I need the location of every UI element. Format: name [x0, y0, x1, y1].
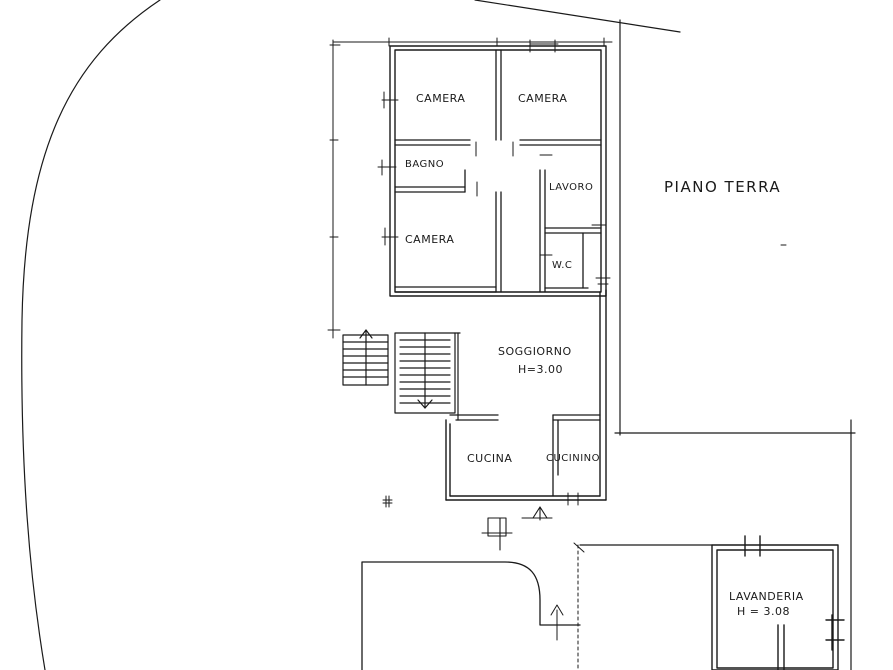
room-label-bagno: BAGNO	[405, 159, 445, 170]
lavanderia-walls	[711, 535, 845, 670]
room-height-lavanderia: H = 3.08	[737, 605, 790, 618]
room-label-cucina: CUCINA	[467, 452, 513, 465]
room-label-lavoro: LAVORO	[549, 182, 594, 193]
driveway-outline	[361, 561, 581, 670]
outer-walls	[389, 45, 607, 501]
room-label-camera-2: CAMERA	[518, 92, 568, 105]
room-label-lavanderia: LAVANDERIA	[729, 590, 804, 603]
room-label-cucinino: CUCININO	[546, 453, 601, 464]
room-label-camera-1: CAMERA	[416, 92, 466, 105]
site-boundary-top	[474, 0, 681, 33]
entrance-details	[481, 506, 553, 551]
survey-marker	[382, 495, 393, 508]
drawing-title: PIANO TERRA	[664, 178, 782, 196]
staircase	[342, 329, 461, 421]
room-height-soggiorno: H=3.00	[518, 363, 563, 376]
room-label-soggiorno: SOGGIORNO	[498, 345, 572, 358]
room-label-camera-3: CAMERA	[405, 233, 455, 246]
openings	[377, 39, 611, 506]
interior-walls	[394, 49, 602, 497]
room-label-wc: W.C	[552, 260, 573, 271]
site-boundary-curve	[21, 0, 161, 670]
